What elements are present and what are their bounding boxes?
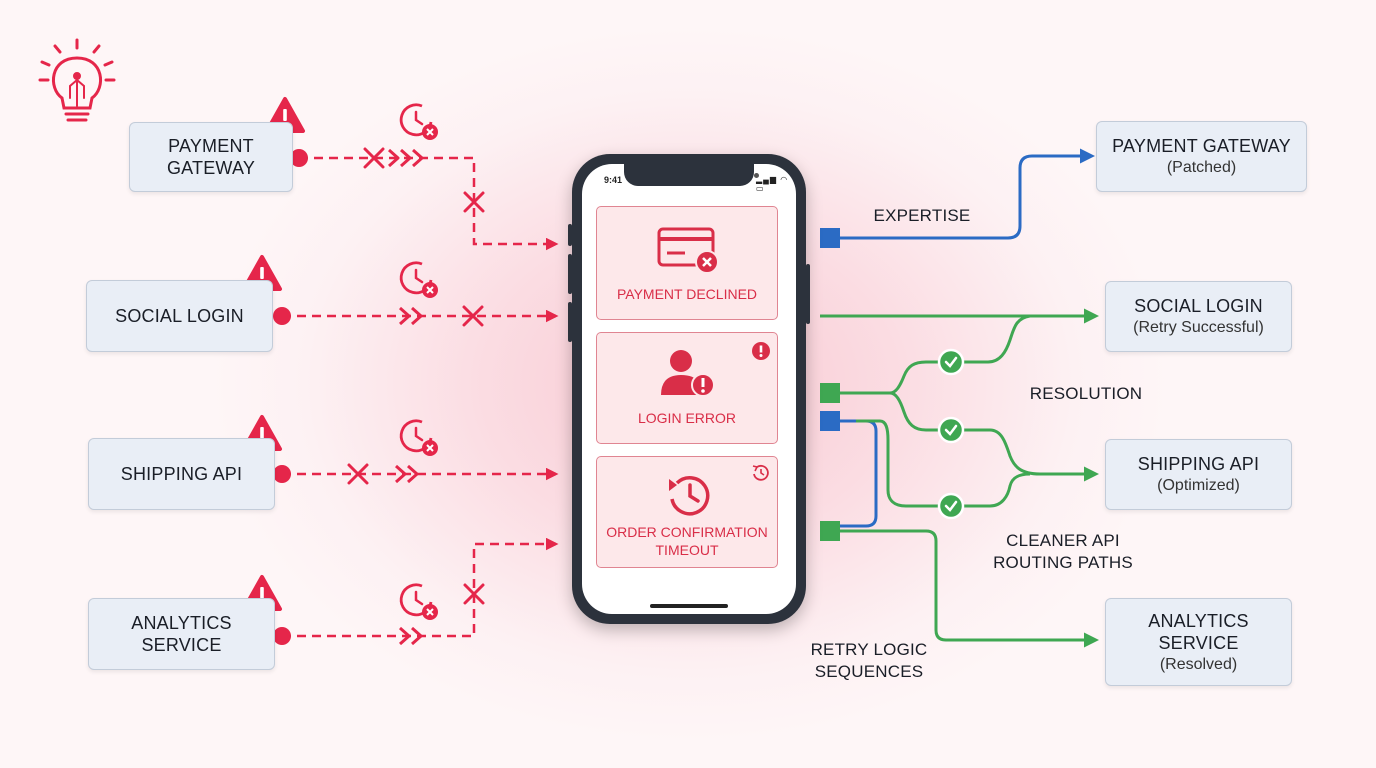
clock-timeout-icon <box>399 583 438 620</box>
failure-x-marks <box>347 147 485 605</box>
alert-badge-icon <box>752 342 770 360</box>
service-name: ANALYTICS SERVICE <box>131 613 232 655</box>
service-name: SHIPPING API <box>1137 454 1260 474</box>
service-name: SOCIAL LOGIN <box>1134 296 1263 316</box>
phone-side-button <box>568 302 572 342</box>
resolution-path-analytics <box>840 529 1099 648</box>
failing-service-analytics: ANALYTICS SERVICE <box>88 598 275 670</box>
service-name: SOCIAL LOGIN <box>115 306 244 326</box>
x-mark-icon <box>463 583 485 605</box>
double-chevron-icon <box>399 626 423 646</box>
service-name: PAYMENT GATEWAY <box>166 136 256 178</box>
retry-chevrons <box>388 148 424 646</box>
alert-card-login-error[interactable]: LOGIN ERROR <box>596 332 778 444</box>
failing-service-payment-gateway: PAYMENT GATEWAY <box>129 122 293 192</box>
camera-icon <box>754 173 759 178</box>
alert-card-payment-declined[interactable]: PAYMENT DECLINED <box>596 206 778 320</box>
alert-card-order-timeout[interactable]: ORDER CONFIRMATION TIMEOUT <box>596 456 778 568</box>
failing-service-shipping-api: SHIPPING API <box>88 438 275 510</box>
failing-paths <box>282 156 559 638</box>
failing-service-social-login: SOCIAL LOGIN <box>86 280 273 352</box>
resolved-service-social-login: SOCIAL LOGIN (Retry Successful) <box>1105 281 1292 352</box>
failing-path-analytics <box>282 537 559 638</box>
failing-path-payment <box>299 156 559 251</box>
x-mark-icon <box>462 305 484 327</box>
clock-timeout-icon <box>399 261 438 298</box>
expertise-path-payment <box>840 148 1095 240</box>
alert-title: LOGIN ERROR <box>637 410 736 426</box>
phone-mockup: 9:41 ▂▄▆ ◠ ▭ PAYMENT DECLINED <box>568 154 810 624</box>
phone-side-button <box>568 254 572 294</box>
label-cleaner-api-routing: CLEANER API ROUTING PATHS <box>993 531 1133 572</box>
service-status: (Resolved) <box>1159 655 1238 673</box>
home-indicator <box>650 604 728 608</box>
success-checks <box>937 348 965 520</box>
connector-node-blue <box>820 228 840 248</box>
resolved-service-shipping-api: SHIPPING API (Optimized) <box>1105 439 1292 510</box>
phone-notch <box>624 164 759 186</box>
alert-title: PAYMENT DECLINED <box>616 286 758 302</box>
connector-node-blue <box>820 411 840 431</box>
check-circle-icon <box>937 492 965 520</box>
connector-node-green <box>820 521 840 541</box>
label-expertise: EXPERTISE <box>873 206 971 225</box>
resolution-paths <box>820 308 1099 648</box>
check-circle-icon <box>937 416 965 444</box>
clock-badge-icon <box>752 464 769 481</box>
expertise-path-lower <box>840 419 878 528</box>
phone-power-button <box>806 264 810 324</box>
clock-timeout-icon <box>399 419 438 456</box>
card-error-icon <box>657 227 719 274</box>
clock-timeout-icon <box>399 103 438 140</box>
service-status: (Retry Successful) <box>1133 319 1264 336</box>
phone-side-button <box>568 224 572 246</box>
service-status: (Optimized) <box>1157 477 1240 494</box>
x-mark-icon <box>463 191 485 213</box>
double-chevron-icon <box>388 148 424 168</box>
service-name: PAYMENT GATEWAY <box>1112 136 1291 156</box>
x-mark-icon <box>363 147 385 169</box>
label-retry-logic: RETRY LOGIC SEQUENCES <box>810 640 928 681</box>
resolved-service-analytics: ANALYTICS SERVICE (Resolved) <box>1105 598 1292 686</box>
status-bar-icons: ▂▄▆ ◠ ▭ <box>756 175 789 193</box>
service-name: ANALYTICS SERVICE <box>1148 610 1249 653</box>
connector-nodes <box>820 228 840 541</box>
double-chevron-icon <box>395 464 419 484</box>
status-time: 9:41 <box>604 175 623 185</box>
lightbulb-logo-icon <box>38 38 116 122</box>
service-name: SHIPPING API <box>120 464 243 484</box>
connector-node-green <box>820 383 840 403</box>
label-resolution: RESOLUTION <box>1029 384 1143 403</box>
x-mark-icon <box>347 463 369 485</box>
resolved-service-payment-gateway: PAYMENT GATEWAY (Patched) <box>1096 121 1307 192</box>
phone-screen: 9:41 ▂▄▆ ◠ ▭ PAYMENT DECLINED <box>582 164 796 614</box>
alert-title: ORDER CONFIRMATION TIMEOUT <box>606 524 768 558</box>
double-chevron-icon <box>399 306 423 326</box>
timeout-icons <box>399 103 438 620</box>
history-icon <box>669 476 710 516</box>
failing-path-origins <box>273 149 308 645</box>
service-status: (Patched) <box>1166 159 1237 176</box>
check-circle-icon <box>937 348 965 376</box>
user-error-icon <box>661 350 715 397</box>
